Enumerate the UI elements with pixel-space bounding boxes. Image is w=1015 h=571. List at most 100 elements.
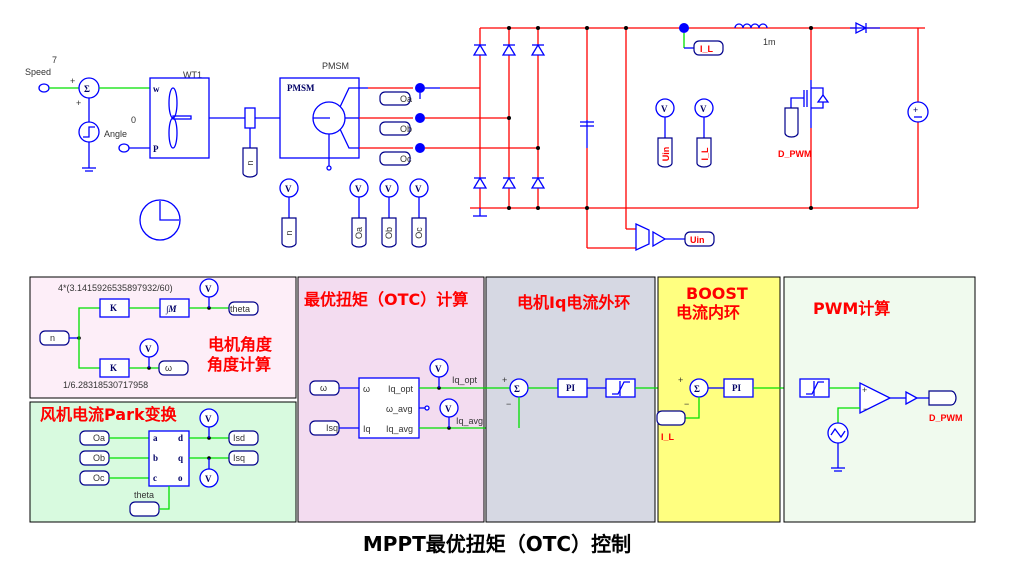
svg-text:ω_avg: ω_avg [386,404,413,414]
svg-text:V: V [435,364,442,374]
panel-motor-angle: 4*(3.1415926535897932/60) 1/6.2831853071… [29,276,297,399]
svg-text:Σ: Σ [84,84,90,94]
svg-text:b: b [153,453,158,463]
svg-text:V: V [205,474,212,484]
speed-label: Speed [25,67,51,77]
svg-text:ω: ω [320,383,327,393]
svg-text:Isq: Isq [233,453,245,463]
angle-heading-1: 电机角度 [208,335,273,354]
svg-text:I_L: I_L [700,147,710,161]
svg-text:Oa: Oa [354,227,364,239]
p-terminal[interactable] [118,143,130,153]
svg-text:Iq_opt: Iq_opt [452,375,478,385]
pmsm-block[interactable]: PMSM PMSM [279,61,360,171]
svg-text:n: n [50,333,55,343]
svg-text:+: + [70,76,75,86]
speed-value: 7 [52,55,57,65]
phase-c-label: Oc [400,154,412,164]
svg-text:Oa: Oa [93,433,105,443]
inductor[interactable]: 1m [734,23,776,47]
wind-turbine-input: Speed 7 Σ ++ Angle 0 [25,55,150,172]
pwm-heading: PWM计算 [813,299,890,318]
svg-text:+: + [913,105,918,115]
svg-text:P: P [153,144,159,154]
svg-text:o: o [178,473,183,483]
svg-text:d: d [178,433,183,443]
page-title: MPPT最优扭矩（OTC）控制 [363,532,631,556]
svg-text:Iq_opt: Iq_opt [388,384,414,394]
svg-text:PMSM: PMSM [287,83,315,93]
svg-text:∫M: ∫M [165,304,177,315]
svg-text:Ob: Ob [93,453,105,463]
svg-text:+: + [502,375,507,385]
svg-text:V: V [205,284,212,294]
gate-label-box [784,107,799,138]
svg-text:V: V [415,184,422,194]
svg-text:Uin: Uin [690,235,705,245]
phase-b-label: Ob [400,124,412,134]
comparator[interactable] [859,381,892,415]
panel-boost-inner-loop: BOOST 电流内环 Σ +− I_L PI [656,276,800,523]
svg-text:Iq: Iq [363,424,371,434]
panel-iq-outer-loop: 电机Iq电流外环 Σ + − PI [484,276,690,523]
panel-pwm: PWM计算 + − D_PWM [783,276,976,523]
svg-text:c: c [153,473,157,483]
svg-text:K: K [110,363,117,373]
svg-text:4*(3.1415926535897932/60): 4*(3.1415926535897932/60) [58,283,173,293]
svg-text:theta: theta [134,490,154,500]
svg-text:I_L: I_L [700,44,714,54]
svg-text:Iq_avg: Iq_avg [386,424,413,434]
svg-text:q: q [178,453,183,463]
angle-value: 0 [131,115,136,125]
svg-text:+: + [678,375,683,385]
svg-text:V: V [285,184,292,194]
svg-text:+: + [862,385,867,395]
svg-text:Isd: Isd [233,433,245,443]
speed-terminal[interactable] [38,83,50,93]
svg-text:ω: ω [363,384,370,394]
svg-text:V: V [385,184,392,194]
svg-text:PMSM: PMSM [322,61,349,71]
svg-text:Uin: Uin [661,147,671,162]
dc-voltage-source[interactable]: + [907,28,929,208]
pwm-output-label: D_PWM [929,413,963,423]
inductor-current-sensor[interactable]: I_L [679,23,724,56]
svg-text:Σ: Σ [514,384,520,394]
svg-text:1m: 1m [763,37,776,47]
svg-text:Ob: Ob [384,227,394,239]
speed-sensor[interactable] [244,107,256,129]
iq-loop-heading: 电机Iq电流外环 [517,293,630,312]
svg-text:V: V [445,404,452,414]
svg-text:a: a [153,433,158,443]
phase-current-sensors: Oa Ob Oc [359,83,538,166]
svg-text:K: K [110,303,117,313]
svg-text:−: − [863,404,868,414]
svg-text:Σ: Σ [694,384,700,394]
voltage-diff-amp: Uin [635,222,715,252]
park-heading: 风机电流Park变换 [40,405,178,424]
panel-otc: 最优扭矩（OTC）计算 ω Isq ωIq Iq_optω_avgIq_avg … [297,276,519,523]
svg-text:1/6.28318530717958: 1/6.28318530717958 [63,380,148,390]
gate-label: D_PWM [778,149,812,159]
clock-icon[interactable] [139,199,181,241]
svg-text:n: n [284,230,294,235]
svg-text:+: + [76,98,81,108]
otc-heading: 最优扭矩（OTC）计算 [304,290,468,309]
svg-text:−: − [684,399,689,409]
otc-block[interactable] [358,377,420,439]
igbt-switch[interactable]: D_PWM [778,26,830,210]
svg-text:ω: ω [165,363,172,373]
svg-text:PI: PI [566,383,575,393]
svg-text:theta: theta [230,304,250,314]
svg-text:−: − [506,399,511,409]
wind-turbine-block[interactable]: WT1 w P [149,70,210,159]
label-n [242,147,258,178]
phase-a-label: Oa [400,94,412,104]
dc-capacitor [580,26,636,249]
panel-park-transform: 风机电流Park变换 Oa Ob Oc abc dqo V V Isd Isq … [29,401,297,523]
turbine-label: WT1 [183,70,202,80]
svg-text:V: V [661,104,668,114]
angle-heading-2: 角度计算 [207,355,271,374]
svg-text:V: V [205,414,212,424]
svg-text:V: V [355,184,362,194]
